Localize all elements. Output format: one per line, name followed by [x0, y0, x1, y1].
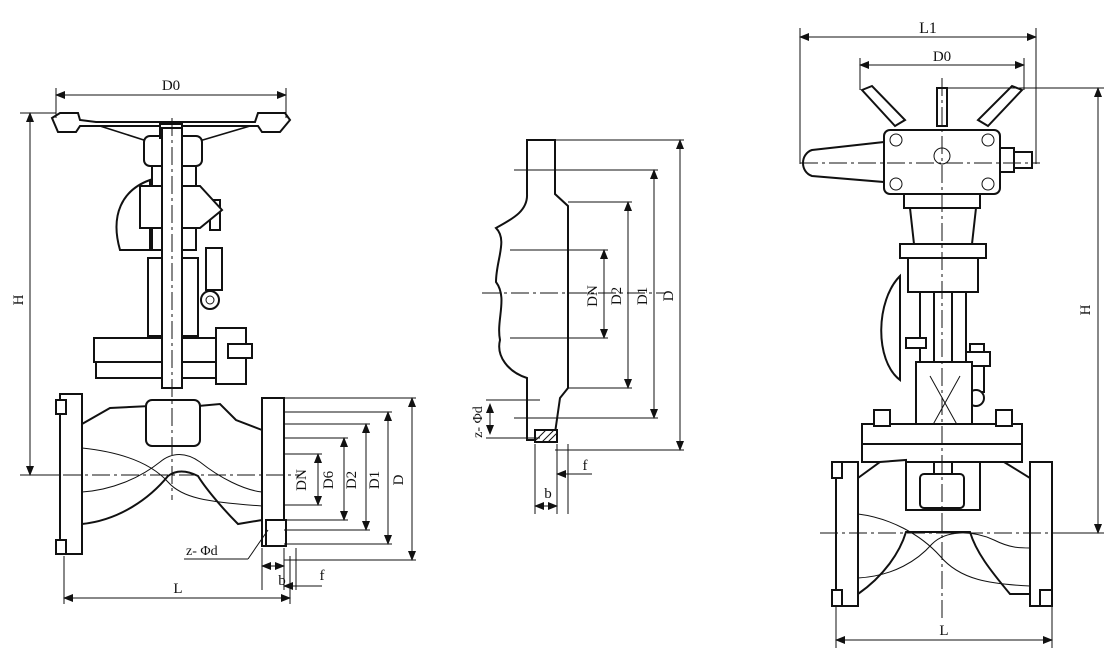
flange-dn-label: DN	[585, 285, 601, 307]
manual-dn-label: DN	[294, 469, 310, 491]
electric-valve-figure: L1 D0 H L	[799, 20, 1104, 648]
electric-valve-body-icon	[831, 458, 1053, 607]
flange-detail-figure: DN D2 D1 D z- Φd b f	[471, 139, 684, 514]
electric-l-label: L	[939, 623, 948, 639]
manual-b-label: b	[278, 573, 286, 589]
flange-d-label: D	[661, 290, 677, 301]
actuator-icon	[802, 84, 1033, 383]
bonnet-icon	[93, 127, 253, 389]
manual-f-label: f	[320, 568, 325, 584]
electric-d0-label: D0	[933, 49, 951, 65]
manual-h-label: H	[11, 294, 27, 305]
valve-body-icon	[55, 393, 287, 555]
flange-bolt-holes-label: z- Φd	[471, 406, 486, 438]
flange-d1-label: D1	[635, 287, 651, 305]
manual-d-label: D	[391, 474, 407, 485]
manual-d1-label: D1	[367, 471, 383, 489]
flange-b-label: b	[544, 486, 552, 502]
manual-d0-label: D0	[162, 78, 180, 94]
manual-l-label: L	[173, 581, 182, 597]
flange-f-label: f	[583, 458, 588, 474]
manual-bolt-holes-label: z- Φd	[186, 544, 218, 559]
flange-d2-label: D2	[609, 287, 625, 305]
manual-d6-label: D6	[321, 470, 337, 489]
electric-l1-label: L1	[919, 20, 937, 37]
manual-valve-figure: D0 H L DN D6 D2 D1 D z- Φd	[11, 78, 416, 604]
manual-d2-label: D2	[344, 471, 360, 489]
electric-h-label: H	[1078, 304, 1094, 315]
